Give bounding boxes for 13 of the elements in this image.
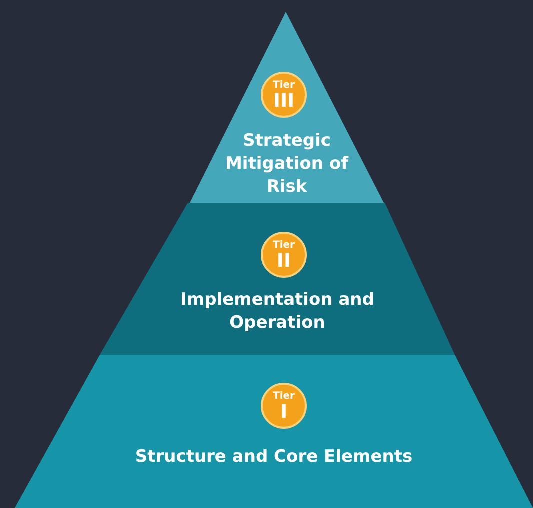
tier-numeral: III (273, 90, 295, 110)
tier-title: Implementation and Operation (180, 289, 376, 335)
tier-badge (261, 383, 307, 429)
pyramid-tier (15, 355, 533, 508)
tier-badge (261, 232, 307, 278)
badge-label: Tier (273, 390, 295, 402)
badge-label: Tier (273, 240, 295, 250)
tier-numeral: I (280, 402, 288, 422)
tier-title: Strategic Mitigation of Risk (224, 130, 350, 199)
tier-numeral: II (276, 250, 292, 270)
tier-title: Structure and Core Elements (135, 446, 413, 469)
badge-label: Tier (273, 80, 295, 90)
tier-badge (261, 72, 307, 118)
